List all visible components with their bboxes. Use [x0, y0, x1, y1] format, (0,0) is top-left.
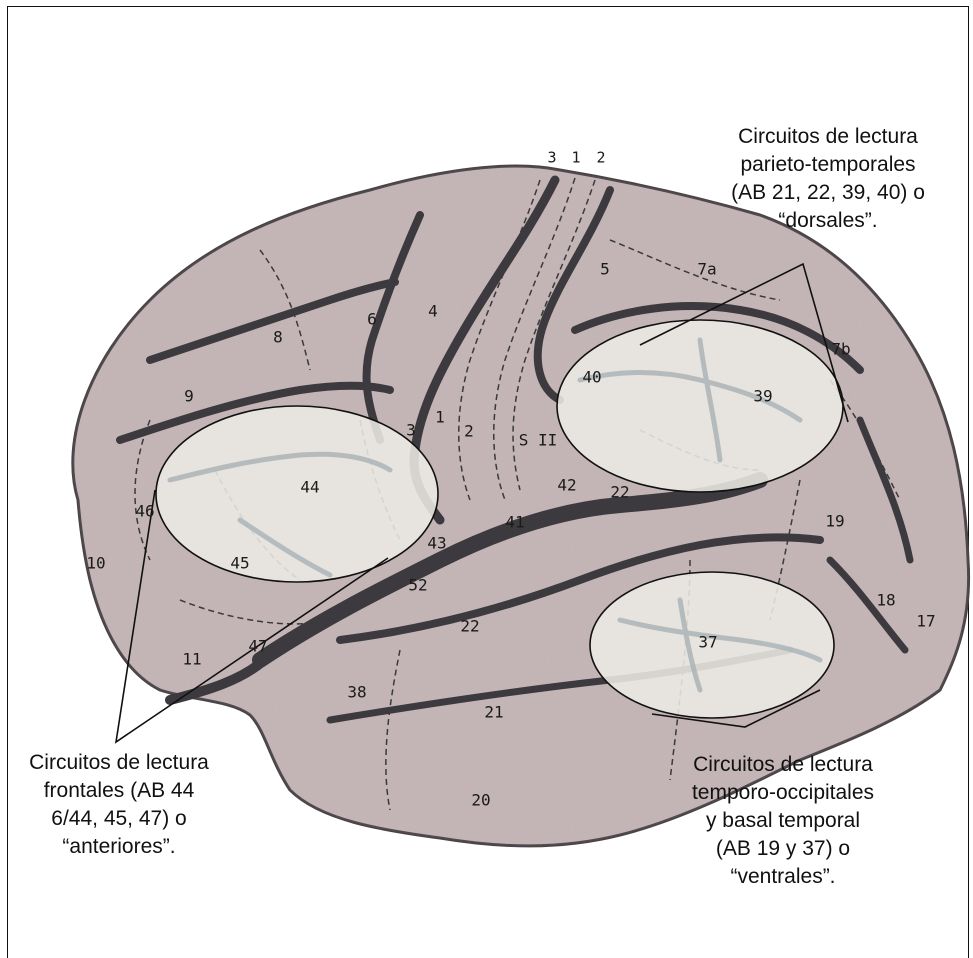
area-label-10: 10: [86, 554, 105, 573]
area-label-22-superior: 22: [610, 483, 629, 502]
area-label-11: 11: [182, 650, 201, 669]
ventral-caption-line-1: Circuitos de lectura: [670, 751, 896, 779]
anterior-caption-line-2: frontales (AB 44: [6, 777, 232, 805]
area-label-sII: S II: [519, 431, 558, 450]
anterior-caption-line-3: 6/44, 45, 47) o: [6, 805, 232, 833]
area-label-8: 8: [273, 328, 283, 347]
area-label-18: 18: [876, 591, 895, 610]
area-label-17: 17: [916, 612, 935, 631]
anterior-caption-line-4: “anteriores”.: [6, 833, 232, 861]
ventral-circuit-caption: Circuitos de lectura temporo-occipitales…: [670, 751, 896, 891]
area-label-7b: 7b: [831, 340, 850, 359]
ventral-caption-line-4: (AB 19 y 37) o: [670, 835, 896, 863]
area-label-21: 21: [484, 703, 503, 722]
ventral-caption-line-2: temporo-occipitales: [670, 779, 896, 807]
anterior-caption-line-1: Circuitos de lectura: [6, 749, 232, 777]
area-label-43: 43: [427, 534, 446, 553]
area-label-6: 6: [367, 310, 377, 329]
area-label-20: 20: [471, 791, 490, 810]
area-label-42: 42: [557, 476, 576, 495]
area-label-4: 4: [428, 302, 438, 321]
dorsal-caption-line-2: parieto-temporales: [712, 151, 944, 179]
area-label-44: 44: [300, 478, 319, 497]
anterior-circuit-caption: Circuitos de lectura frontales (AB 44 6/…: [6, 749, 232, 861]
area-label-3-central: 3: [406, 421, 416, 440]
dorsal-caption-line-4: “dorsales”.: [712, 207, 944, 235]
area-label-19: 19: [825, 512, 844, 531]
area-label-3-top: 3: [547, 149, 556, 167]
area-label-1-central: 1: [435, 408, 445, 427]
area-label-46: 46: [135, 502, 154, 521]
dorsal-circuit-caption: Circuitos de lectura parieto-temporales …: [712, 123, 944, 235]
ventral-caption-line-5: “ventrales”.: [670, 863, 896, 891]
ventral-caption-line-3: y basal temporal: [670, 807, 896, 835]
area-label-5: 5: [600, 260, 610, 279]
area-label-37: 37: [698, 633, 717, 652]
area-label-47: 47: [248, 637, 267, 656]
area-label-7a: 7a: [697, 260, 716, 279]
area-label-22-middle: 22: [460, 617, 479, 636]
area-label-1-top: 1: [571, 149, 580, 167]
area-label-52: 52: [408, 576, 427, 595]
area-label-41: 41: [505, 513, 524, 532]
dorsal-caption-line-3: (AB 21, 22, 39, 40) o: [712, 179, 944, 207]
area-label-39: 39: [753, 387, 772, 406]
area-label-2-central: 2: [464, 422, 474, 441]
area-label-38: 38: [347, 683, 366, 702]
dorsal-caption-line-1: Circuitos de lectura: [712, 123, 944, 151]
area-label-2-top: 2: [596, 149, 605, 167]
area-label-40: 40: [582, 368, 601, 387]
area-label-45: 45: [230, 554, 249, 573]
area-label-9: 9: [184, 387, 194, 406]
